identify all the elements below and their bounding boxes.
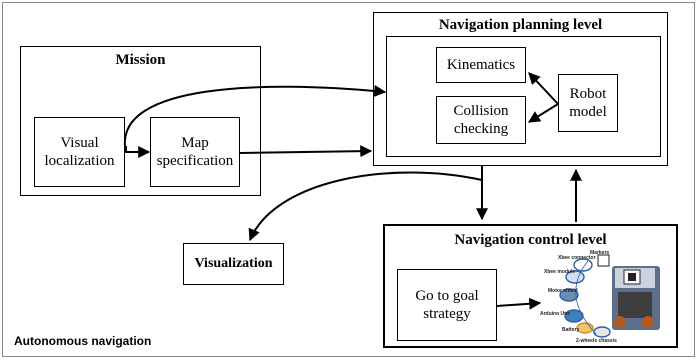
navigation-control-title: Navigation control level (454, 232, 607, 248)
go-to-goal-strategy-box: Go to goal strategy (397, 269, 497, 341)
map-specification-box: Map specification (150, 117, 240, 187)
outer-frame (2, 2, 695, 357)
collision-checking-box: Collision checking (436, 96, 526, 144)
navigation-planning-title: Navigation planning level (438, 17, 603, 33)
visualization-box: Visualization (183, 243, 284, 285)
autonomous-navigation-caption: Autonomous navigation (14, 334, 152, 348)
mission-title: Mission (115, 52, 166, 68)
kinematics-box: Kinematics (436, 47, 526, 83)
robot-model-box: Robot model (558, 74, 618, 132)
visual-localization-box: Visual localization (34, 117, 125, 187)
